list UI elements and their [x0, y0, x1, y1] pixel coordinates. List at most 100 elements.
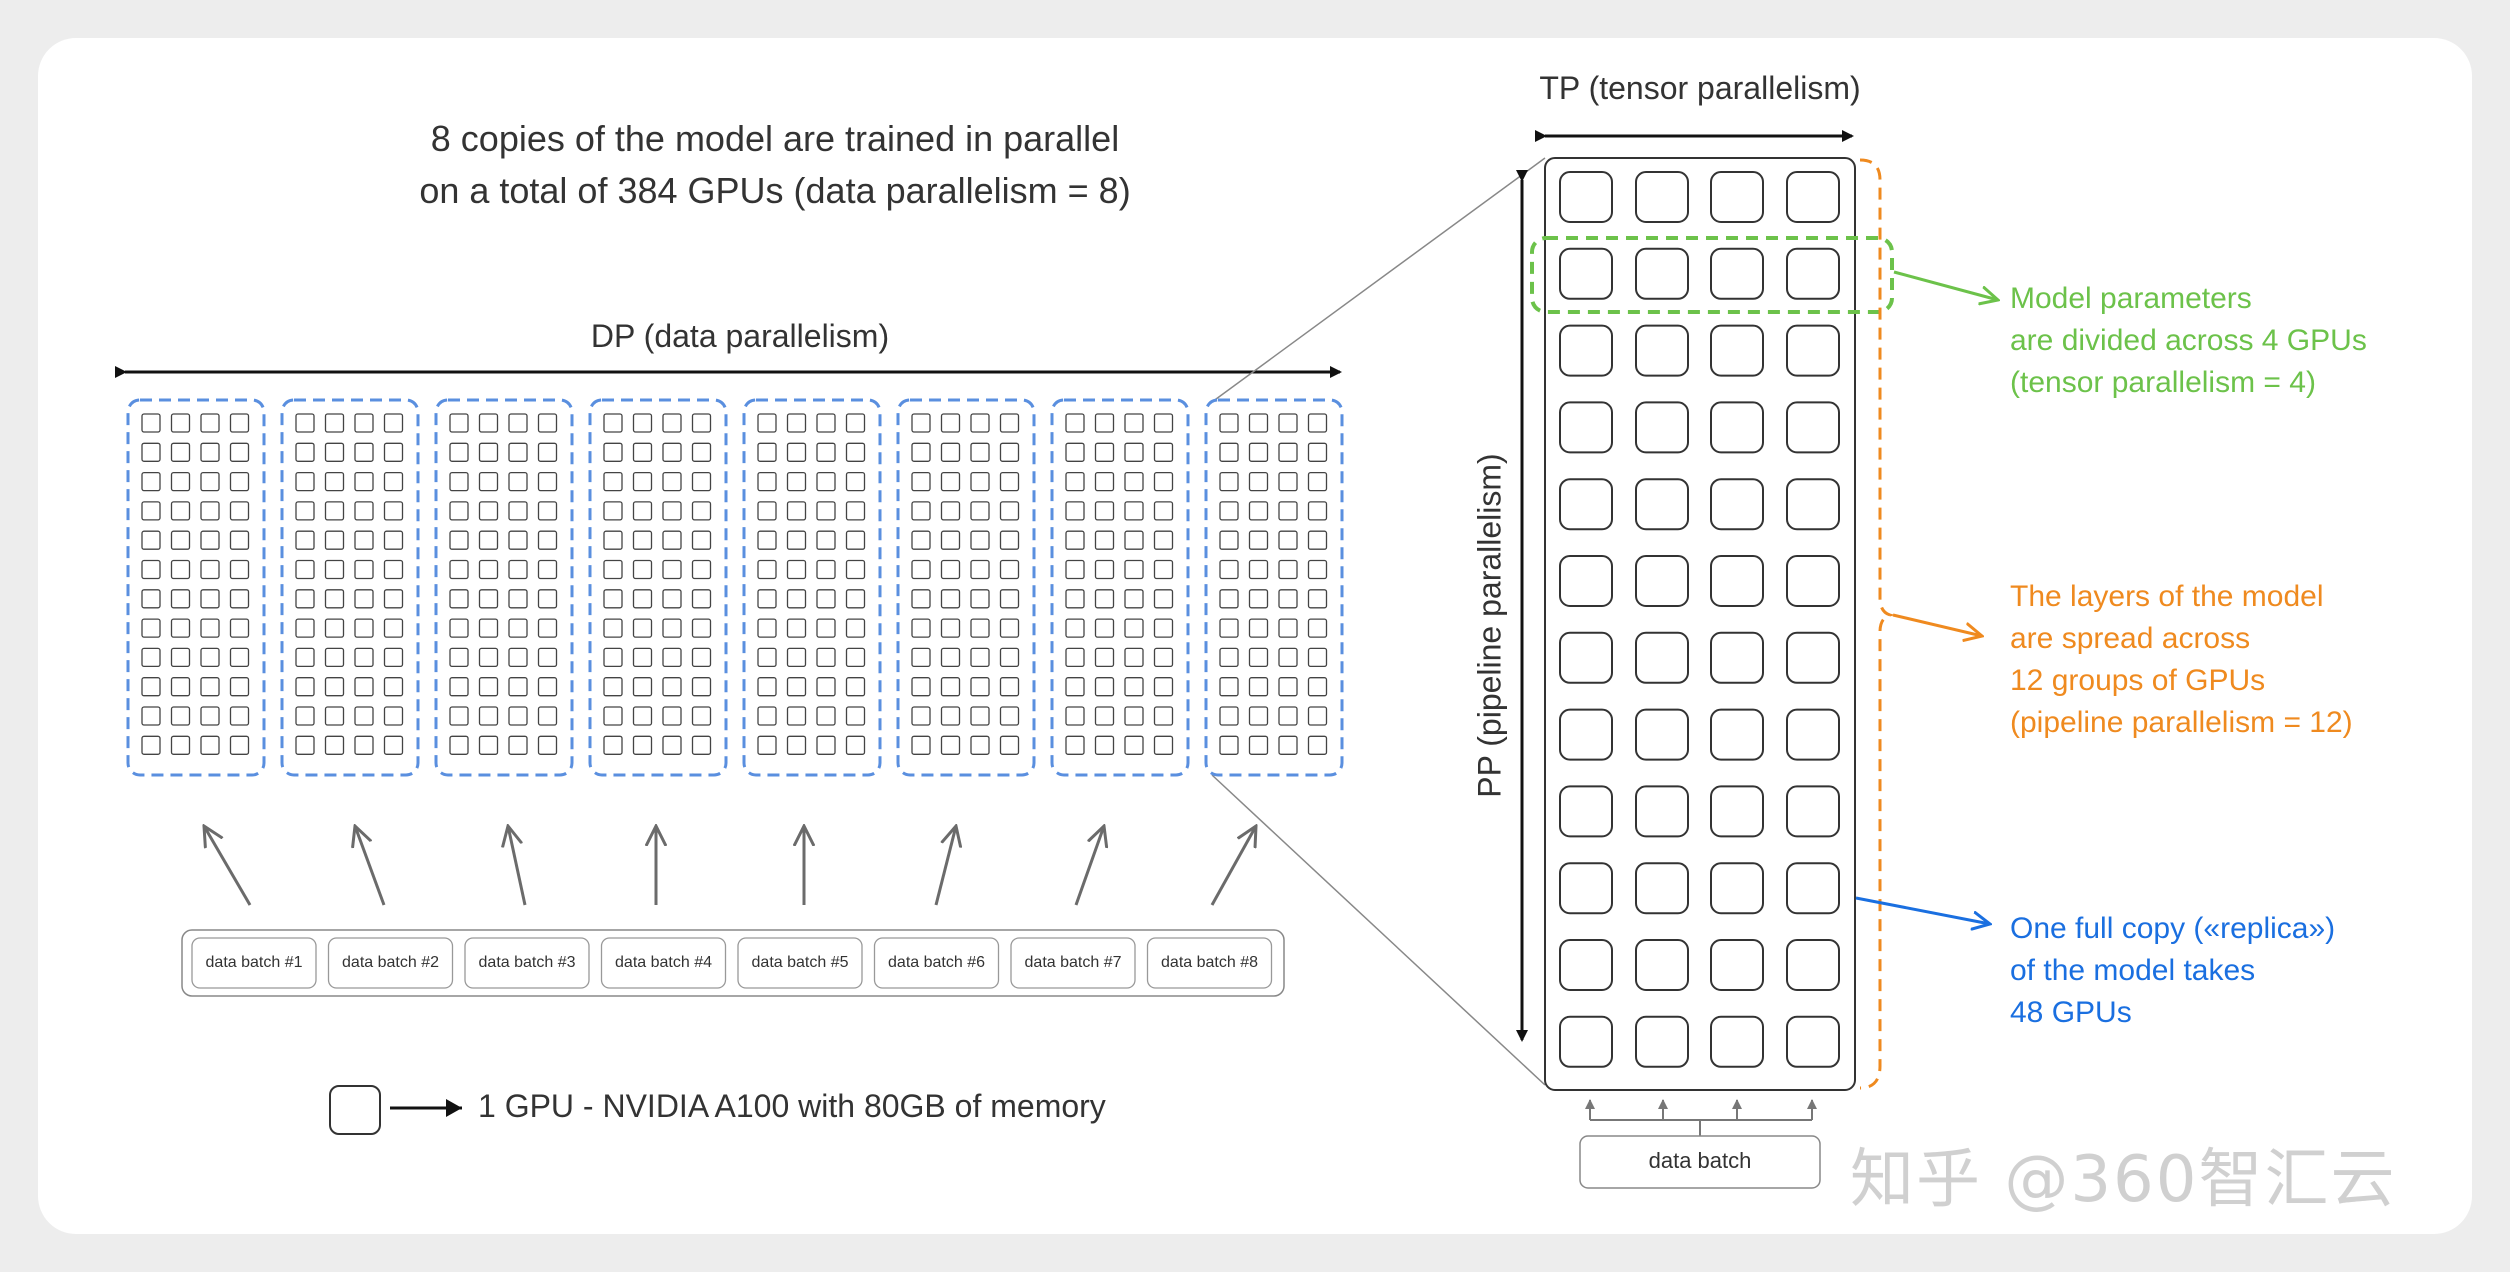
gpu-box: [324, 501, 345, 521]
gpu-box: [845, 706, 866, 726]
gpu-box: [786, 530, 807, 550]
gpu-box: [1065, 530, 1085, 550]
zoom-gpu-box: [1786, 555, 1840, 607]
gpu-box: [449, 735, 469, 755]
gpu-box: [170, 442, 191, 462]
legend-text: 1 GPU - NVIDIA A100 with 80GB of memory: [478, 1088, 1106, 1124]
watermark: 知乎 @360智汇云: [1850, 1143, 2397, 1217]
gpu-box: [1094, 589, 1115, 609]
gpu-box: [1307, 735, 1328, 755]
gpu-box: [1278, 735, 1298, 755]
gpu-box: [1065, 735, 1085, 755]
gpu-box: [1094, 442, 1115, 462]
gpu-box: [141, 501, 161, 521]
gpu-box: [1094, 647, 1115, 668]
gpu-box: [940, 442, 961, 462]
gpu-box: [229, 559, 250, 580]
zoom-gpu-box: [1559, 631, 1613, 684]
zoom-gpu-box: [1559, 401, 1613, 454]
gpu-box: [200, 501, 220, 521]
gpu-box: [383, 471, 404, 492]
zoomed-replica-frame: [1544, 157, 1856, 1091]
zoom-gpu-box: [1786, 785, 1840, 838]
gpu-box: [449, 706, 469, 726]
gpu-box: [295, 735, 315, 755]
gpu-box: [229, 735, 250, 755]
gpu-box: [1219, 413, 1239, 433]
gpu-box: [229, 706, 250, 726]
zoom-gpu-box: [1786, 324, 1840, 377]
gpu-box: [632, 589, 653, 609]
tensor-annotation-arrow: [1893, 270, 1998, 300]
gpu-box: [170, 413, 191, 433]
gpu-box: [1278, 589, 1298, 609]
gpu-box: [1219, 706, 1239, 726]
gpu-box: [478, 647, 499, 668]
gpu-box: [816, 442, 836, 462]
gpu-box: [845, 589, 866, 609]
gpu-box: [1307, 677, 1328, 697]
gpu-box: [170, 471, 191, 492]
diagram-card: [38, 38, 2472, 1234]
gpu-box: [1124, 735, 1144, 755]
pipeline-annotation-arrow: [1892, 613, 1982, 636]
gpu-box: [940, 530, 961, 550]
replica-batch-arrows: [1585, 1099, 1817, 1136]
batch-arrow-3: [508, 826, 527, 906]
zoom-gpu-box: [1786, 401, 1840, 454]
gpu-box: [970, 530, 990, 550]
gpu-box: [603, 589, 623, 609]
replica-annotation-line-2: of the model takes: [2010, 954, 2256, 987]
gpu-box: [632, 706, 653, 726]
gpu-box: [508, 530, 528, 550]
pipeline-annotation-line-1: The layers of the model: [2010, 580, 2324, 613]
gpu-box: [786, 618, 807, 638]
replica-border: [588, 398, 728, 777]
gpu-box: [170, 589, 191, 609]
gpu-box: [200, 413, 220, 433]
gpu-box: [911, 589, 931, 609]
gpu-box: [816, 471, 836, 492]
gpu-box: [1094, 706, 1115, 726]
gpu-box: [1124, 559, 1144, 580]
gpu-box: [295, 618, 315, 638]
gpu-box: [816, 647, 836, 668]
gpu-box: [200, 589, 220, 609]
gpu-box: [383, 677, 404, 697]
gpu-box: [1094, 471, 1115, 492]
gpu-box: [999, 442, 1020, 462]
gpu-box: [632, 647, 653, 668]
gpu-box: [229, 647, 250, 668]
gpu-box: [324, 735, 345, 755]
gpu-box: [999, 530, 1020, 550]
gpu-box: [1094, 501, 1115, 521]
gpu-box: [295, 530, 315, 550]
gpu-box: [940, 735, 961, 755]
gpu-box: [662, 530, 682, 550]
zoom-gpu-box: [1710, 247, 1764, 300]
legend-gpu-box: [329, 1085, 381, 1135]
data-batch-box-3: [464, 937, 590, 989]
zoom-gpu-box: [1635, 171, 1689, 223]
gpu-box: [170, 501, 191, 521]
gpu-box: [1219, 442, 1239, 462]
gpu-box: [999, 589, 1020, 609]
zoom-gpu-box: [1635, 247, 1689, 300]
gpu-box: [603, 735, 623, 755]
gpu-box: [632, 442, 653, 462]
zoom-gpu-box: [1559, 171, 1613, 223]
gpu-box: [508, 677, 528, 697]
gpu-box: [383, 589, 404, 609]
gpu-box: [324, 677, 345, 697]
zoom-gpu-box: [1559, 324, 1613, 377]
gpu-box: [1248, 501, 1269, 521]
gpu-box: [141, 471, 161, 492]
gpu-box: [1248, 677, 1269, 697]
gpu-box: [1124, 589, 1144, 609]
replica-data-batch-label: data batch: [1648, 1148, 1752, 1173]
gpu-box: [200, 471, 220, 492]
gpu-box: [845, 677, 866, 697]
zoom-gpu-box: [1786, 862, 1840, 915]
gpu-box: [662, 413, 682, 433]
gpu-box: [662, 735, 682, 755]
